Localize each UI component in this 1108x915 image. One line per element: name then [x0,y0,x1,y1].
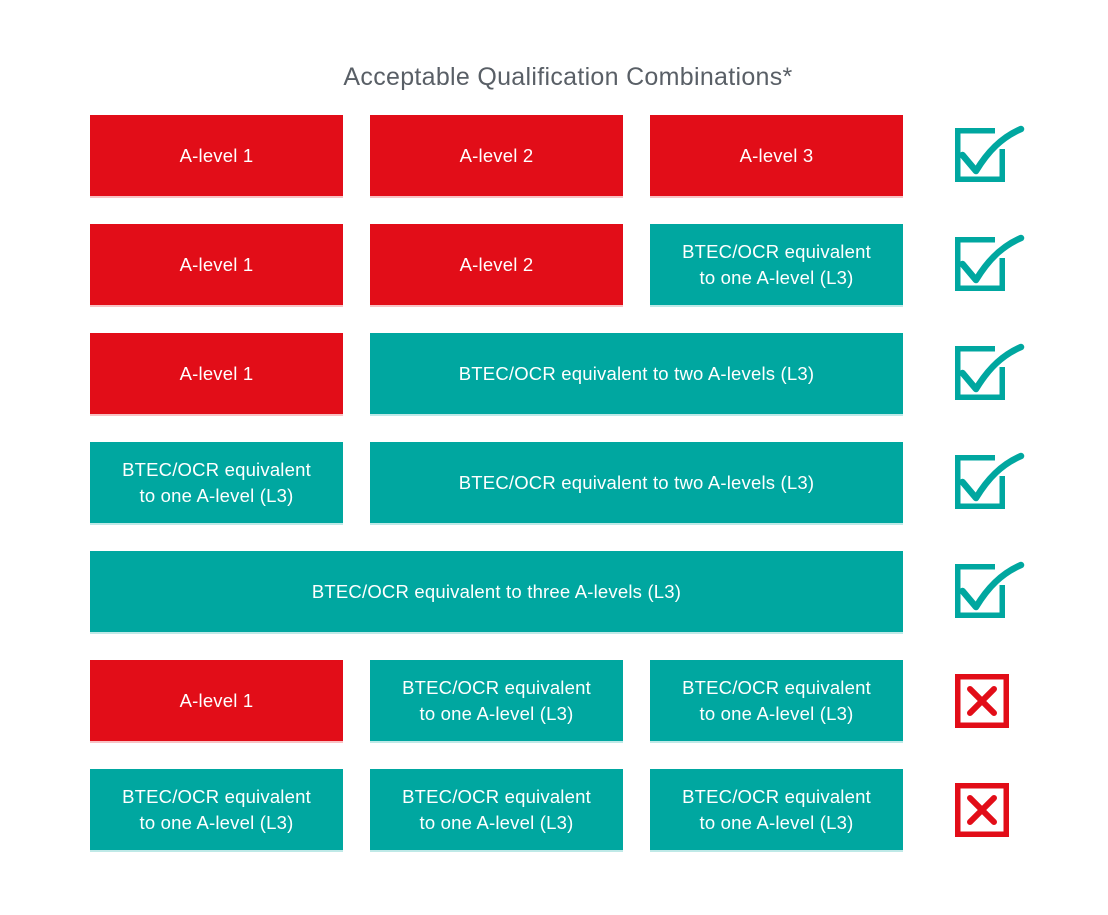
qualification-box: A-level 2 [370,224,623,305]
qualification-box: BTEC/OCR equivalent to two A-levels (L3) [370,442,903,523]
check-icon [955,343,1025,400]
qualification-box: BTEC/OCR equivalent to one A-level (L3) [370,660,623,741]
qualification-box: BTEC/OCR equivalent to three A-levels (L… [90,551,903,632]
combination-row: A-level 1 A-level 2 BTEC/OCR equivalent … [90,224,1025,305]
qualification-box: A-level 3 [650,115,903,196]
verdict-icon [955,779,1025,841]
qualification-box: BTEC/OCR equivalent to one A-level (L3) [650,660,903,741]
verdict-icon [955,670,1025,732]
combination-row: BTEC/OCR equivalent to one A-level (L3) … [90,769,1025,850]
verdict-icon [955,561,1025,623]
combination-row: A-level 1 BTEC/OCR equivalent to one A-l… [90,660,1025,741]
check-icon [955,561,1025,618]
check-icon [955,452,1025,509]
cross-icon [955,673,1009,728]
qualification-box: BTEC/OCR equivalent to one A-level (L3) [650,224,903,305]
verdict-icon [955,343,1025,405]
qualification-box: A-level 1 [90,660,343,741]
qualification-box: BTEC/OCR equivalent to one A-level (L3) [90,769,343,850]
verdict-icon [955,452,1025,514]
combination-row: A-level 1 A-level 2 A-level 3 [90,115,1025,196]
page-title: Acceptable Qualification Combinations* [343,63,793,91]
qualification-box: A-level 2 [370,115,623,196]
cross-icon [955,782,1009,837]
qualification-box: BTEC/OCR equivalent to one A-level (L3) [90,442,343,523]
combination-row: A-level 1 BTEC/OCR equivalent to two A-l… [90,333,1025,414]
verdict-icon [955,234,1025,296]
check-icon [955,125,1025,182]
combination-row: BTEC/OCR equivalent to three A-levels (L… [90,551,1025,632]
qualification-box: A-level 1 [90,333,343,414]
combination-row: BTEC/OCR equivalent to one A-level (L3) … [90,442,1025,523]
check-icon [955,234,1025,291]
verdict-icon [955,125,1025,187]
qualification-box: BTEC/OCR equivalent to two A-levels (L3) [370,333,903,414]
qualification-box: BTEC/OCR equivalent to one A-level (L3) [650,769,903,850]
qualification-box: A-level 1 [90,115,343,196]
qualification-box: BTEC/OCR equivalent to one A-level (L3) [370,769,623,850]
combinations-list: A-level 1 A-level 2 A-level 3 A-level 1 … [90,115,1025,878]
qualification-box: A-level 1 [90,224,343,305]
